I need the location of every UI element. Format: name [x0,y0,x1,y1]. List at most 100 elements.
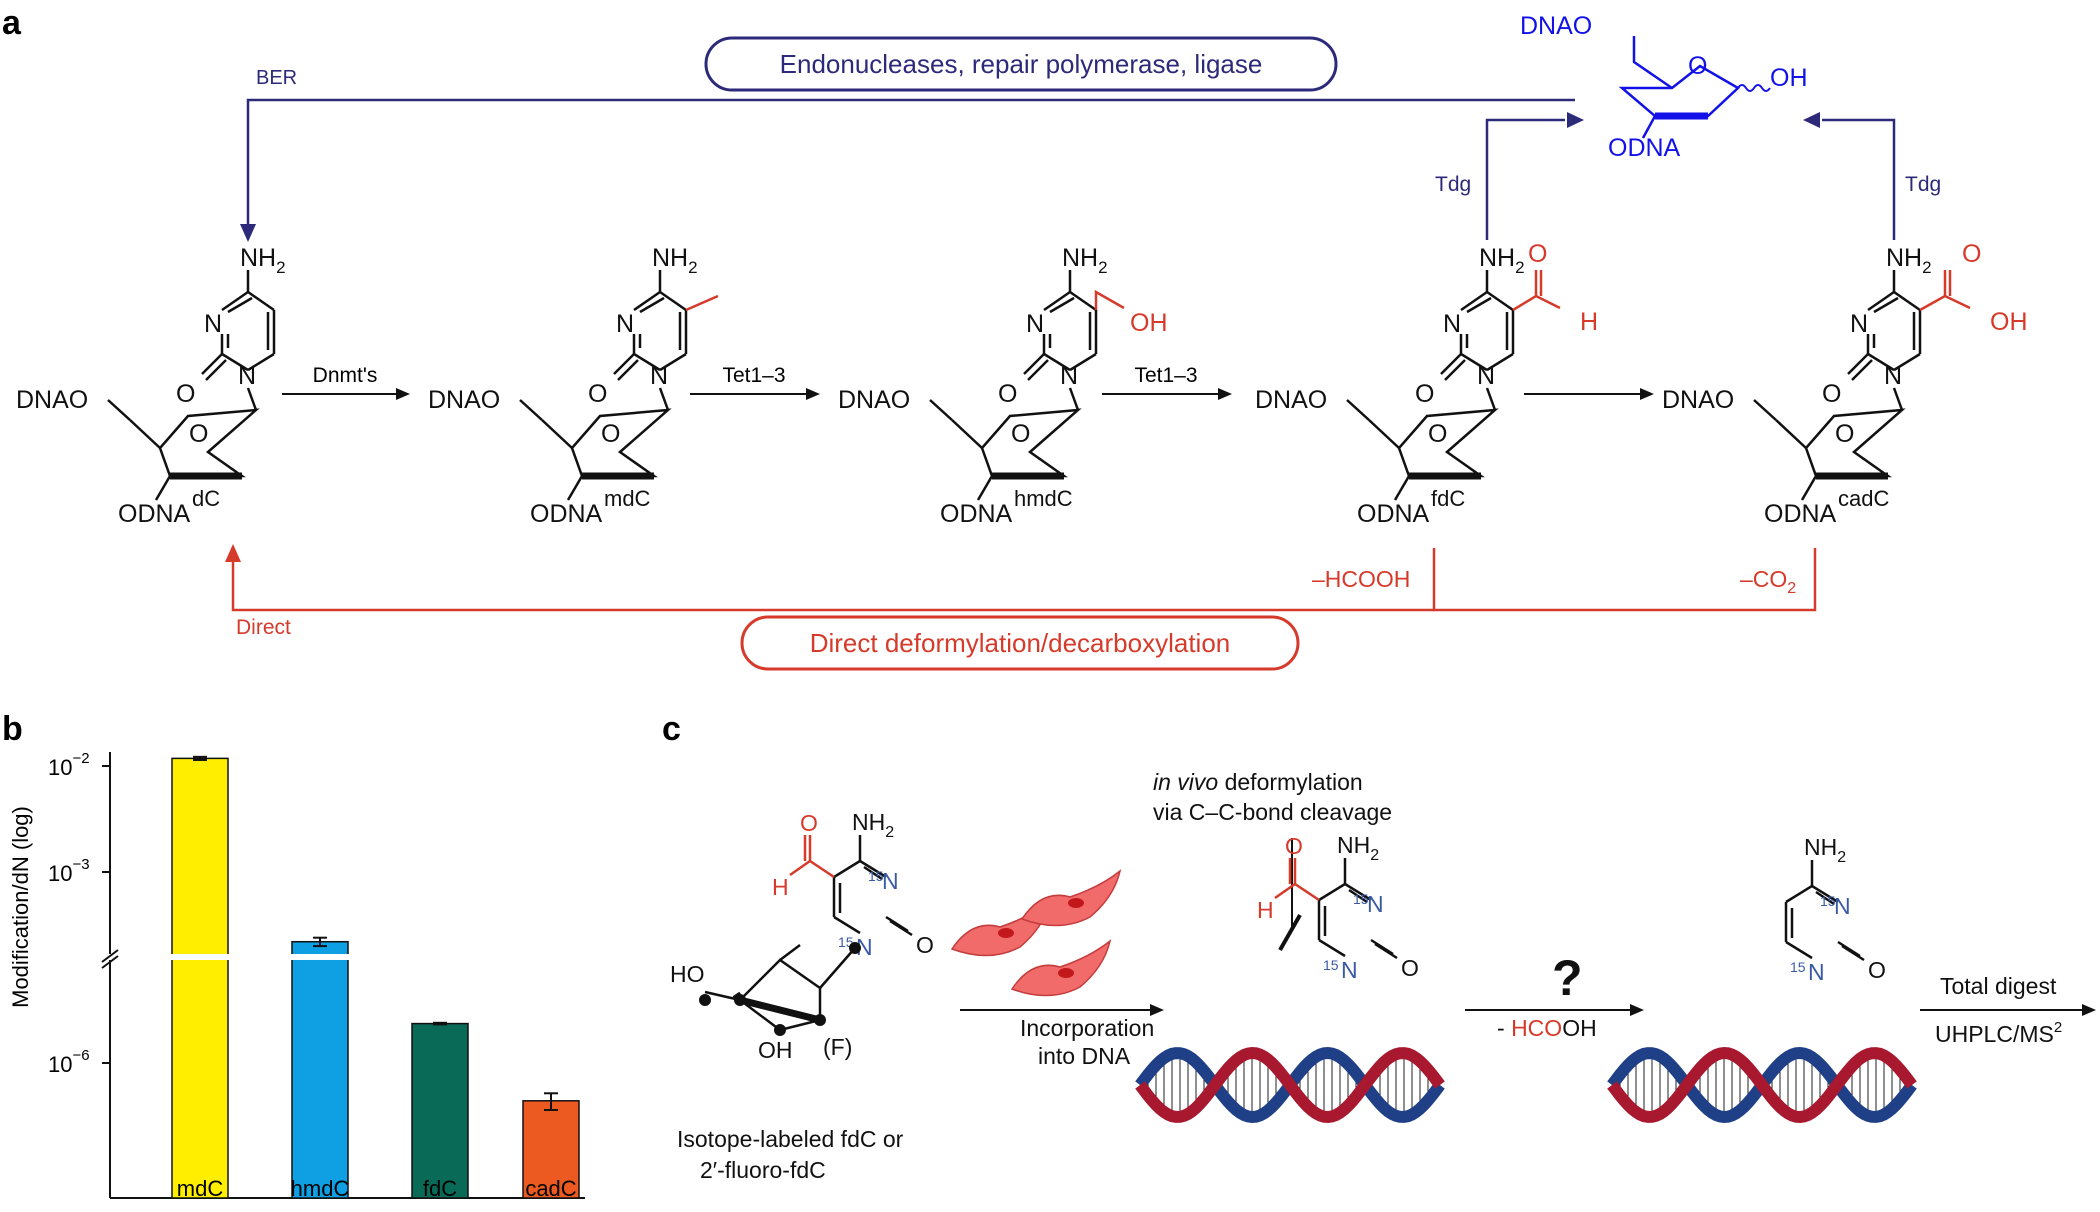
tdg-arrowhead-cadc [1803,112,1820,128]
dna-helix [1135,1046,1445,1124]
direct-box-text: Direct deformylation/decarboxylation [810,628,1231,658]
svg-text:OH: OH [1130,309,1168,337]
svg-text:DNAO: DNAO [428,386,500,414]
svg-text:N: N [1367,891,1384,917]
cell-icon [1010,939,1112,997]
svg-text:Total digest: Total digest [1940,973,2057,999]
x-tick-label: mdC [177,1176,224,1201]
cell-icon [1020,869,1122,927]
x-tick-label: fdC [423,1176,457,1201]
svg-text:O: O [1285,833,1303,859]
svg-text:into DNA: into DNA [1038,1043,1131,1069]
svg-text:ODNA: ODNA [530,500,603,528]
svg-text:ODNA: ODNA [1357,500,1430,528]
abasic-odna: ODNA [1608,134,1681,162]
svg-text:O: O [1868,957,1886,983]
nucleoside-name: dC [192,486,220,511]
svg-text:O: O [1822,380,1841,408]
tdg-label-cadc: Tdg [1905,173,1941,196]
nucleoside-name: fdC [1431,486,1465,511]
svg-text:via C–C-bond cleavage: via C–C-bond cleavage [1153,799,1392,825]
svg-text:N: N [1026,310,1044,338]
svg-text:N: N [882,868,899,894]
svg-text:UHPLC/MS2: UHPLC/MS2 [1935,1019,2062,1047]
svg-text:15: 15 [1323,957,1339,973]
reaction-arrow-label: Tet1–3 [722,364,785,387]
dna-helix [1607,1046,1917,1124]
svg-text:NH2: NH2 [1804,834,1846,866]
abasic-dnao: DNAO [1520,12,1592,40]
direct-line [231,552,1434,612]
ber-line [246,98,1575,238]
svg-text:N: N [204,310,222,338]
y-tick-label: 10−2 [48,750,90,780]
svg-text:N: N [856,934,873,960]
direct-collect-line [1432,548,1817,612]
svg-text:OH: OH [1990,308,2028,336]
svg-text:DNAO: DNAO [1255,386,1327,414]
svg-text:OH: OH [758,1037,793,1063]
minus-hcooh: –HCOOH [1312,566,1410,592]
panel-c-label: c [662,710,681,748]
svg-text:N: N [1850,310,1868,338]
svg-text:N: N [1443,310,1461,338]
svg-text:N: N [616,310,634,338]
direct-arrowhead [225,544,241,562]
svg-text:N: N [1834,893,1851,919]
svg-text:HO: HO [670,961,705,987]
svg-text:DNAO: DNAO [1662,386,1734,414]
svg-text:H: H [1580,308,1598,336]
svg-text:H: H [1257,897,1274,923]
abasic-o: O [1688,52,1707,80]
svg-text:15: 15 [1790,959,1806,975]
reaction-arrow-label: Tet1–3 [1134,364,1197,387]
svg-text:N: N [1060,362,1078,390]
x-tick-label: cadC [525,1176,576,1201]
nucleoside-name: cadC [1838,486,1889,511]
svg-text:15: 15 [1820,893,1836,909]
svg-text:O: O [1962,240,1981,268]
x-tick-label: hmdC [291,1176,350,1201]
svg-text:NH2: NH2 [1337,832,1379,864]
svg-text:15: 15 [1353,891,1369,907]
svg-text:O: O [1528,240,1547,268]
svg-text:N: N [1341,957,1358,983]
panel-a-label: a [2,4,22,42]
ber-arrowhead [240,224,256,242]
nucleoside-name: hmdC [1014,486,1073,511]
ber-label: BER [256,67,297,89]
y-tick-label: 10−3 [48,856,90,886]
svg-text:N: N [238,362,256,390]
svg-text:O: O [998,380,1017,408]
svg-text:?: ? [1552,950,1583,1006]
svg-text:O: O [176,380,195,408]
svg-text:O: O [1415,380,1434,408]
svg-text:- HCOOH: - HCOOH [1497,1015,1597,1041]
svg-text:O: O [189,420,208,448]
ber-box-text: Endonucleases, repair polymerase, ligase [780,49,1263,79]
b-ylabel: Modification/dN (log) [8,806,33,1008]
svg-text:in vivo deformylation: in vivo deformylation [1153,769,1363,795]
svg-text:Isotope-labeled fdC or: Isotope-labeled fdC or [677,1126,904,1152]
svg-text:15: 15 [868,868,884,884]
panel-b-label: b [2,710,23,748]
abasic-oh: OH [1770,64,1808,92]
svg-text:H: H [772,874,789,900]
tdg-arrow-cadc [1822,118,1896,240]
tdg-arrowhead-fdc [1567,112,1584,128]
axis-break [102,954,562,960]
nucleoside-name: mdC [604,486,651,511]
svg-text:Incorporation: Incorporation [1020,1015,1154,1041]
bar-cadC [522,1100,580,1199]
svg-text:O: O [588,380,607,408]
tdg-label-fdc: Tdg [1435,173,1471,196]
svg-text:ODNA: ODNA [940,500,1013,528]
svg-text:N: N [1808,959,1825,985]
svg-text:ODNA: ODNA [1764,500,1837,528]
